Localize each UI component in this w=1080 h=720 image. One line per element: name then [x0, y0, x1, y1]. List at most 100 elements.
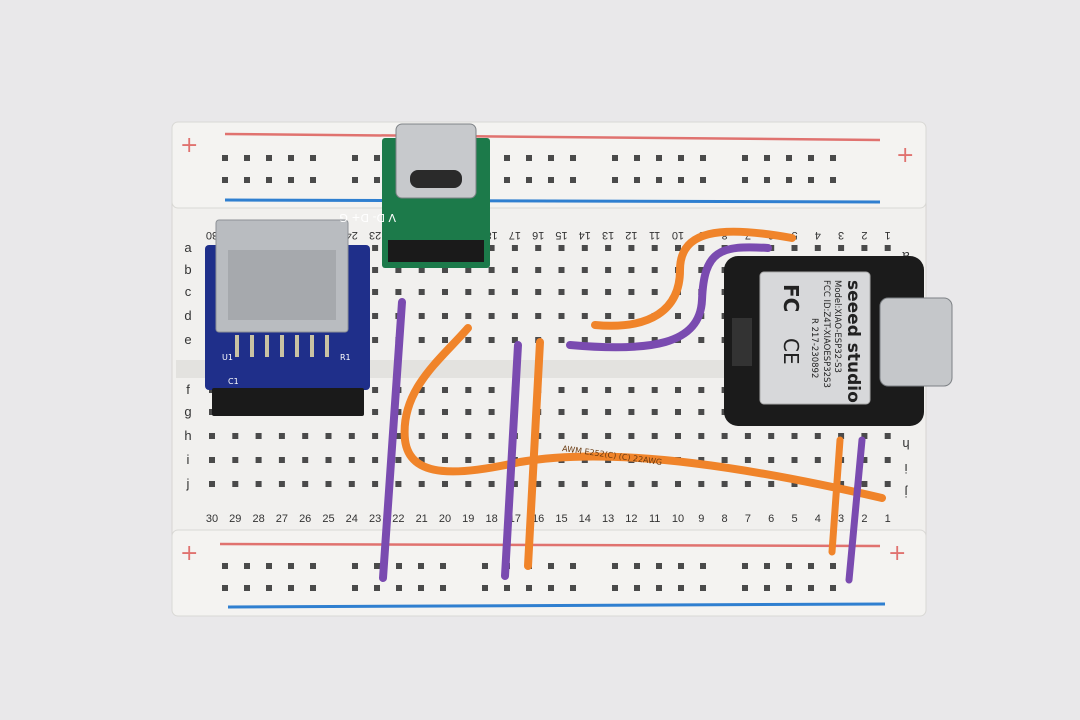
- hole: [698, 481, 705, 487]
- hole: [742, 177, 748, 183]
- hole: [352, 177, 358, 183]
- plus-label: +: [888, 541, 906, 566]
- hole: [678, 155, 684, 161]
- usb-pin-labels: V D- D+ G: [339, 211, 396, 224]
- hole: [372, 481, 379, 487]
- hole: [744, 481, 751, 487]
- hole: [488, 387, 495, 393]
- hole: [558, 337, 565, 343]
- hole: [372, 245, 379, 251]
- hole: [465, 409, 472, 415]
- hole: [634, 155, 640, 161]
- xiao-brand: seeed studio: [843, 280, 863, 403]
- hole: [651, 337, 658, 343]
- hole: [374, 563, 380, 569]
- hole: [861, 481, 868, 487]
- hole: [634, 177, 640, 183]
- hole: [372, 289, 379, 295]
- sd-label-u1: U1: [222, 353, 233, 362]
- board-label: 9: [698, 513, 704, 525]
- hole: [442, 387, 448, 393]
- hole: [581, 289, 588, 295]
- hole: [535, 267, 542, 273]
- hole: [372, 313, 379, 319]
- hole: [548, 563, 554, 569]
- hole: [675, 387, 681, 393]
- hole: [310, 177, 316, 183]
- hole: [651, 289, 658, 295]
- plus-label: +: [180, 541, 198, 566]
- hole: [678, 563, 684, 569]
- hole: [675, 313, 681, 319]
- hole: [482, 585, 488, 591]
- hole: [504, 585, 510, 591]
- hole: [830, 155, 836, 161]
- hole: [808, 585, 814, 591]
- hole: [698, 433, 705, 439]
- bottom-blue-line: [227, 602, 886, 609]
- hole: [442, 433, 448, 439]
- board-label: 28: [252, 513, 264, 525]
- hole: [581, 337, 588, 343]
- xiao-fc-mark: FC: [779, 284, 803, 312]
- board-label: 23: [369, 513, 381, 525]
- xiao-ce-mark: CE: [779, 338, 803, 365]
- board-label: f: [186, 382, 190, 397]
- board-label: 20: [439, 513, 451, 525]
- hole: [558, 267, 565, 273]
- hole: [372, 433, 379, 439]
- plus-label: +: [896, 143, 914, 168]
- hole: [372, 267, 379, 273]
- usb-c-breakout: V D- D+ G: [339, 123, 490, 268]
- hole: [628, 313, 635, 319]
- hole: [791, 481, 798, 487]
- hole: [325, 457, 332, 463]
- board-label: 16: [532, 513, 544, 525]
- hole: [884, 245, 891, 251]
- hole: [278, 481, 285, 487]
- board-label: 15: [555, 513, 567, 525]
- hole: [209, 433, 215, 439]
- hole: [222, 177, 228, 183]
- board-label: 3: [838, 229, 844, 241]
- hole: [651, 433, 658, 439]
- board-label: 13: [602, 513, 614, 525]
- hole: [302, 481, 309, 487]
- hole: [504, 155, 510, 161]
- microsd-module: U1 C1 R1: [205, 219, 370, 416]
- hole: [488, 313, 495, 319]
- hole: [302, 433, 309, 439]
- hole: [395, 433, 402, 439]
- board-label: 3: [838, 513, 844, 525]
- hole: [504, 177, 510, 183]
- hole: [768, 481, 775, 487]
- hole: [786, 585, 792, 591]
- orange-wire: [828, 436, 844, 556]
- board-label: 30: [206, 229, 218, 241]
- purple-wire: [379, 298, 406, 582]
- bottom-red-line: [219, 542, 881, 548]
- hole: [310, 155, 316, 161]
- hole: [442, 481, 448, 487]
- top-blue-line: [224, 198, 881, 204]
- hole: [374, 177, 380, 183]
- board-label: 21: [416, 513, 428, 525]
- hole: [511, 289, 518, 295]
- hole: [764, 155, 770, 161]
- board-label: 8: [722, 513, 728, 525]
- hole: [628, 387, 635, 393]
- board-label: 17: [509, 229, 521, 241]
- plus-label: +: [180, 133, 198, 158]
- hole: [255, 481, 262, 487]
- hole: [418, 313, 425, 319]
- xiao-cert: R 217-230892: [809, 318, 819, 378]
- hole: [791, 457, 798, 463]
- hole: [628, 267, 635, 273]
- board-label: 11: [649, 513, 660, 525]
- board-label: a: [184, 240, 192, 255]
- hole: [884, 433, 891, 439]
- hole: [465, 313, 472, 319]
- board-label: 10: [672, 229, 684, 241]
- hole: [581, 409, 588, 415]
- hole: [418, 267, 425, 273]
